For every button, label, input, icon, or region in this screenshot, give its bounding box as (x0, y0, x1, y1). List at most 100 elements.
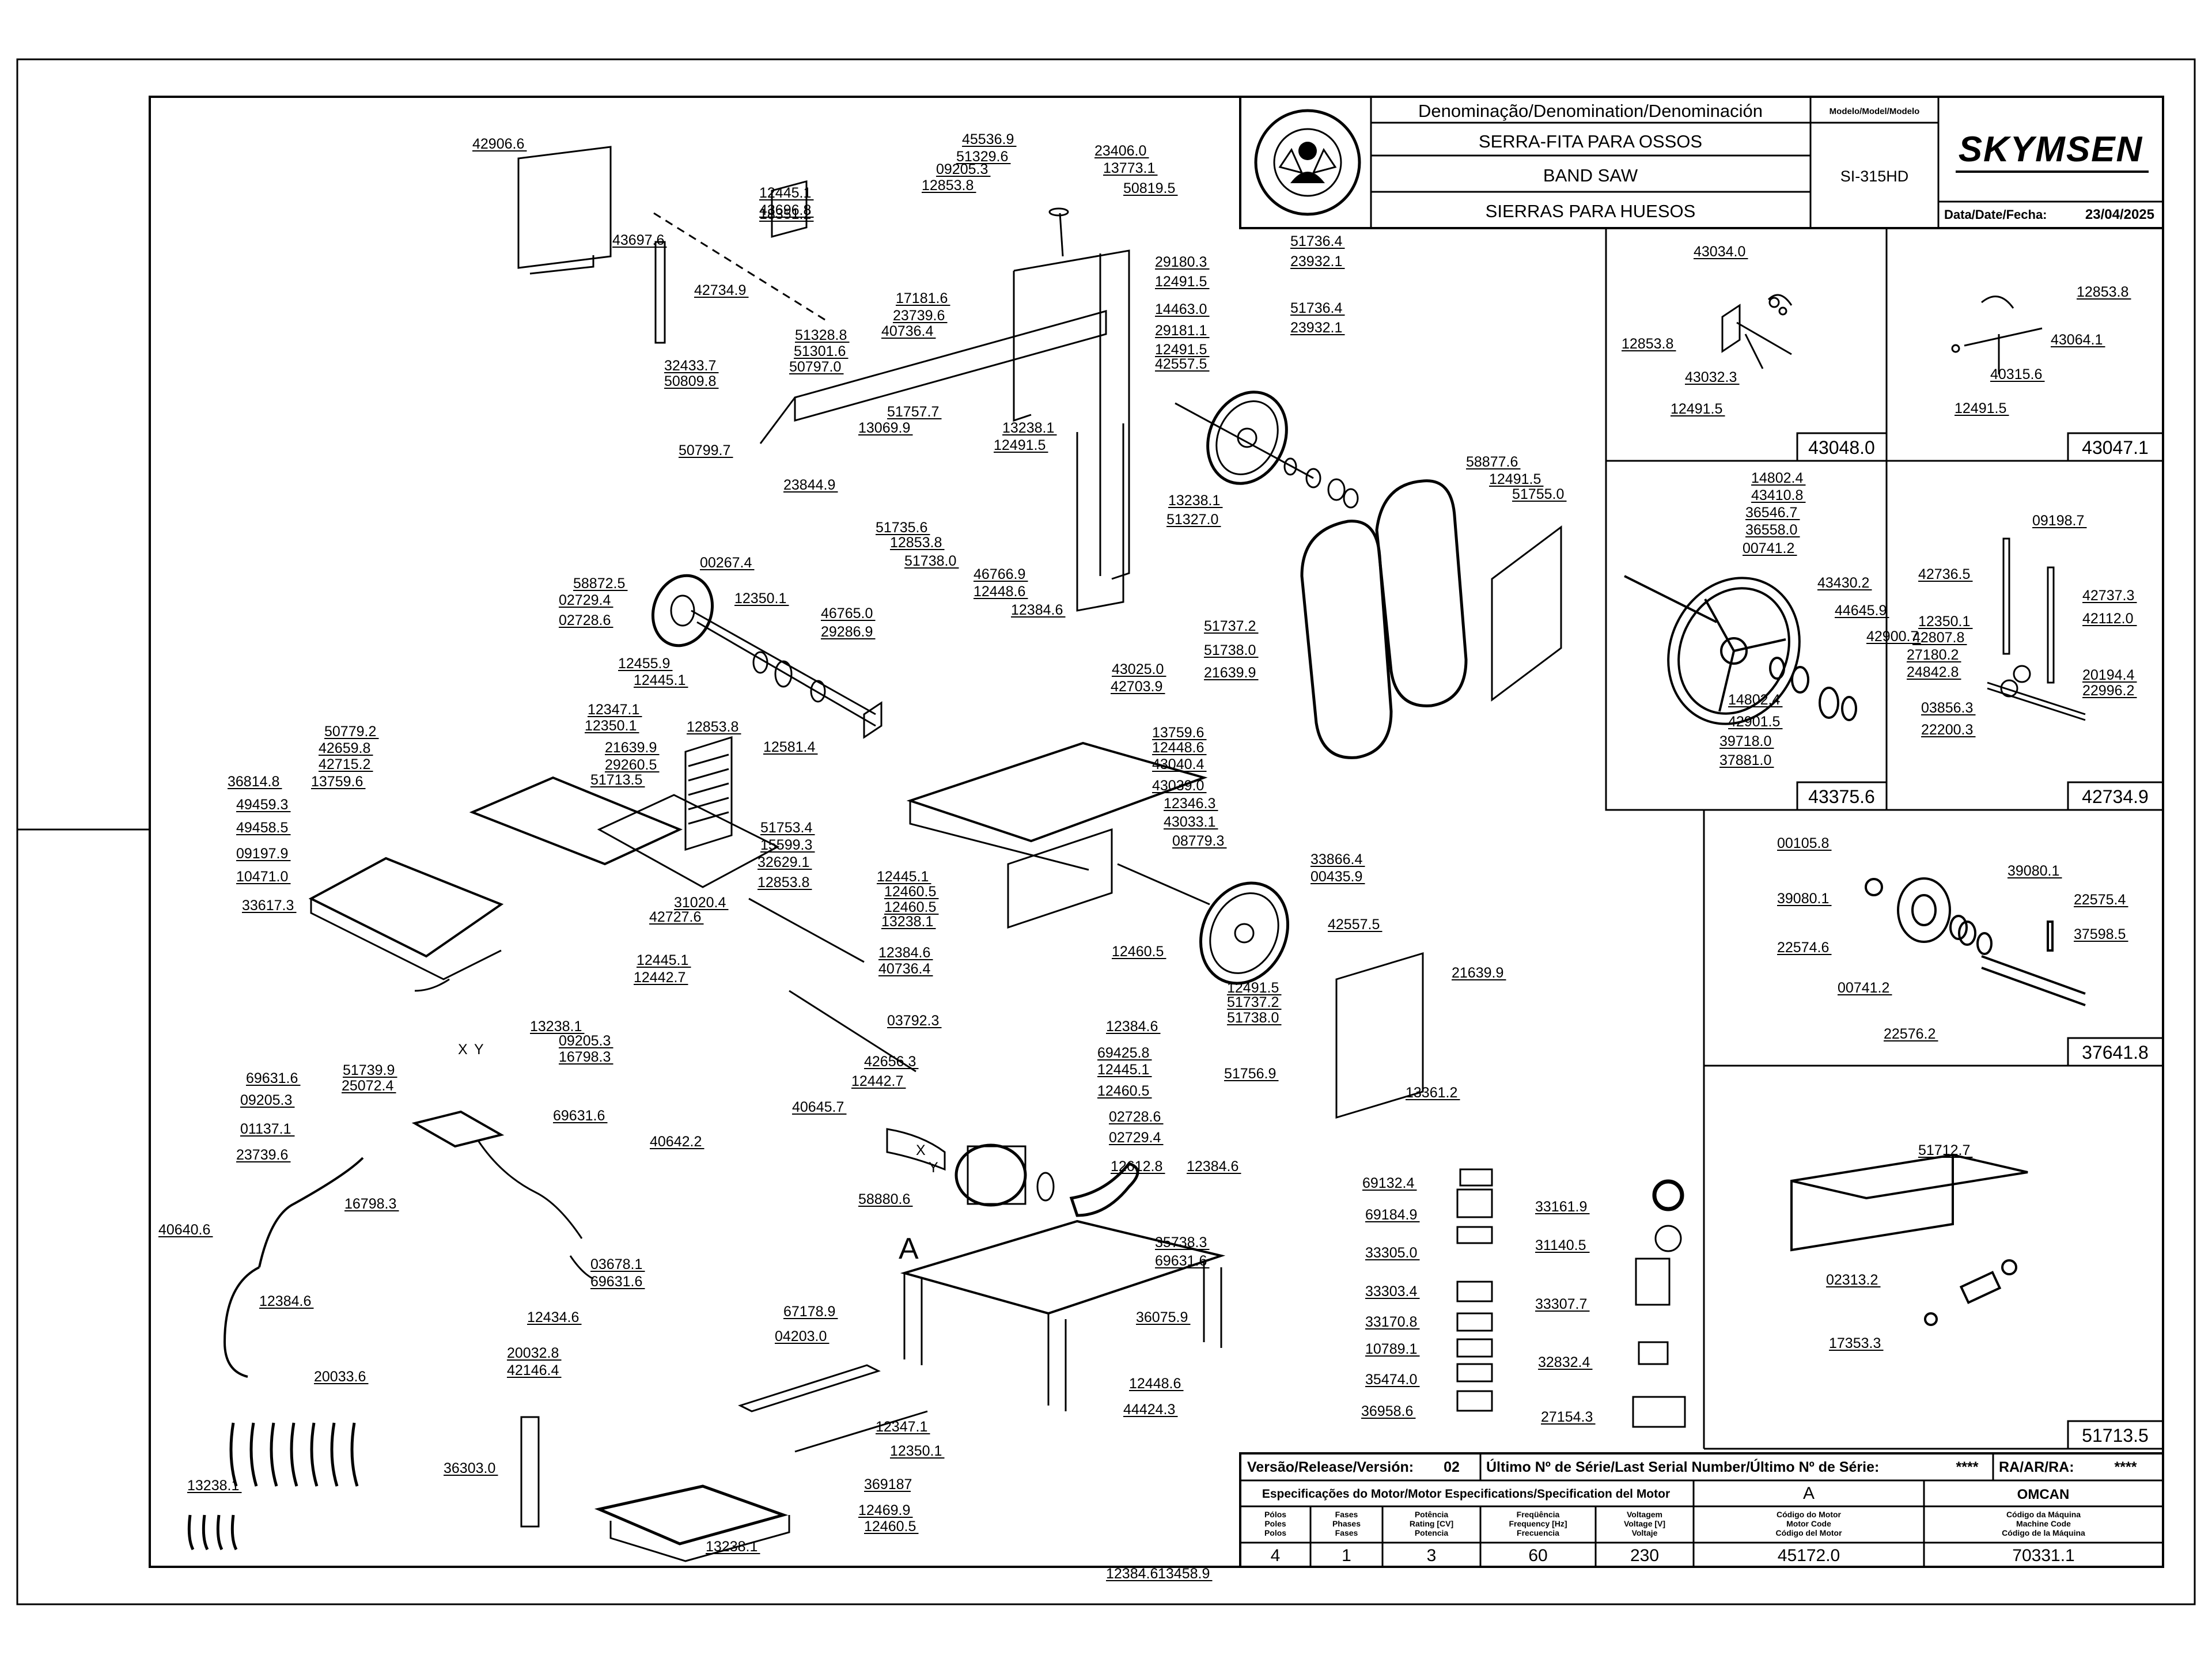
part-label: 51753.4 (760, 820, 812, 836)
detail-part-label: 20194.4 (2082, 667, 2134, 683)
part-label: 12434.6 (527, 1309, 579, 1325)
detail-part-label: 12491.5 (1955, 400, 2006, 416)
motor-spec-header: Fases (1335, 1510, 1358, 1519)
base-stand (900, 1219, 1226, 1315)
part-label: 69631.6 (1155, 1253, 1207, 1269)
part-label: 23844.9 (783, 477, 835, 493)
part-label: 58872.5 (573, 575, 625, 592)
part-label: 12460.5 (1112, 944, 1164, 960)
motor-lead-label: X (458, 1041, 468, 1058)
part-label: 45536.9 (962, 131, 1014, 147)
part-label: 12350.1 (585, 718, 637, 734)
part-label: 69631.6 (246, 1070, 298, 1086)
motor-spec-header: Código do Motor (1777, 1510, 1842, 1519)
model-number: SI-315HD (1840, 168, 1909, 185)
part-label: 20033.6 (314, 1369, 366, 1385)
part-label: 18351.2 (759, 206, 811, 222)
part-label: 09197.9 (236, 846, 288, 862)
section-marker-a: A (899, 1232, 919, 1266)
part-label: 10471.0 (236, 869, 288, 885)
sticker-part-label: 33161.9 (1535, 1199, 1587, 1215)
part-label: 13759.6 (1152, 725, 1204, 741)
detail-part-label: 43410.8 (1751, 487, 1803, 503)
sticker-part-label: 36958.6 (1361, 1403, 1413, 1419)
part-label: 23739.6 (893, 308, 945, 324)
part-label: 02729.4 (1109, 1130, 1161, 1146)
sticker-part-label: 33170.8 (1365, 1314, 1417, 1330)
omcan-label: OMCAN (2017, 1487, 2070, 1502)
motor-spec-value: 1 (1342, 1546, 1351, 1565)
motor-spec-header: Poles (1264, 1519, 1286, 1528)
part-label: 21639.9 (605, 740, 657, 756)
part-label: 35738.3 (1155, 1234, 1207, 1251)
part-label: 12442.7 (851, 1073, 903, 1089)
sticker-part-label: 69132.4 (1362, 1175, 1414, 1191)
part-label: 13773.1 (1103, 160, 1155, 176)
detail-part-label: 12853.8 (2077, 284, 2128, 300)
part-label: 04203.0 (775, 1328, 827, 1344)
part-label: 43696.8 (759, 202, 811, 218)
part-label: 49458.5 (236, 820, 288, 836)
part-label: 12460.5 (864, 1518, 916, 1535)
panel-id-42734: 42734.9 (2082, 786, 2149, 807)
part-label: 42557.5 (1155, 356, 1207, 372)
outer-frame (16, 58, 2196, 1605)
part-label: 12455.9 (618, 656, 670, 672)
serial-label: Último Nº de Série/Last Serial Number/Úl… (1486, 1458, 1879, 1475)
detail-part-label: 03856.3 (1921, 700, 1973, 716)
detail-part-label: 42736.5 (1918, 566, 1970, 582)
motor-spec-value: 3 (1427, 1546, 1437, 1565)
part-label: 12445.1 (637, 952, 688, 968)
detail-part-label: 22574.6 (1777, 940, 1829, 956)
motor-spec-value: 4 (1271, 1546, 1281, 1565)
detail-part-label: 42807.8 (1912, 630, 1964, 646)
detail-part-label: 36558.0 (1745, 522, 1797, 538)
detail-part-label: 42900.7 (1866, 628, 1918, 645)
part-label: 23406.0 (1094, 143, 1146, 159)
ra-value: **** (2115, 1459, 2137, 1475)
part-label: 13759.6 (311, 774, 363, 790)
denomination-header: Denominação/Denomination/Denominación (1418, 101, 1763, 121)
detail-part-label: 27180.2 (1907, 647, 1959, 663)
part-label: 13361.2 (1406, 1085, 1457, 1101)
part-label: 12612.8 (1111, 1158, 1162, 1175)
detail-part-label: 12491.5 (1671, 401, 1722, 417)
frame-column (1013, 249, 1130, 580)
detail-part-label: 24842.8 (1907, 664, 1959, 680)
part-label: 21639.9 (1452, 965, 1503, 981)
motor-spec-header: Voltagem (1627, 1510, 1662, 1519)
part-label: 42557.5 (1328, 916, 1380, 933)
part-label: 36075.9 (1136, 1309, 1188, 1325)
detail-part-label: 44645.9 (1835, 603, 1887, 619)
detail-part-label: 02313.2 (1826, 1272, 1878, 1288)
part-label: 50809.8 (664, 373, 716, 389)
detail-part-label: 42112.0 (2082, 611, 2134, 627)
part-label: 42146.4 (507, 1362, 559, 1378)
part-label: 58880.6 (858, 1191, 910, 1207)
part-label: 46765.0 (821, 605, 873, 622)
part-label: 42734.9 (694, 282, 746, 298)
sticker-part-label: 33307.7 (1535, 1296, 1587, 1312)
motor-spec-header: Código del Motor (1775, 1528, 1842, 1537)
part-label: 44424.3 (1123, 1402, 1175, 1418)
part-label: 12853.8 (922, 177, 974, 194)
part-label: 51738.0 (1227, 1010, 1279, 1026)
detail-part-label: 09198.7 (2032, 513, 2084, 529)
part-label: 12460.5 (884, 899, 936, 915)
motor-spec-value: 60 (1528, 1546, 1547, 1565)
cover-42906 (517, 146, 612, 269)
part-label: 58877.6 (1466, 454, 1518, 470)
part-label: 21639.9 (1204, 665, 1256, 681)
part-label: 17181.6 (896, 290, 948, 306)
part-label: 51713.5 (590, 772, 642, 788)
part-label: 12491.5 (994, 437, 1046, 453)
detail-part-label: 22200.3 (1921, 722, 1973, 738)
detail-part-label: 22575.4 (2074, 892, 2126, 908)
detail-part-label: 40315.6 (1990, 366, 2042, 382)
part-label: 51757.7 (887, 404, 939, 420)
detail-part-label: 39080.1 (1777, 891, 1829, 907)
part-label: 25072.4 (342, 1078, 393, 1094)
fence-51713-drawing (1790, 1153, 2028, 1326)
motor-spec-header: Código de la Máquina (2002, 1528, 2085, 1537)
